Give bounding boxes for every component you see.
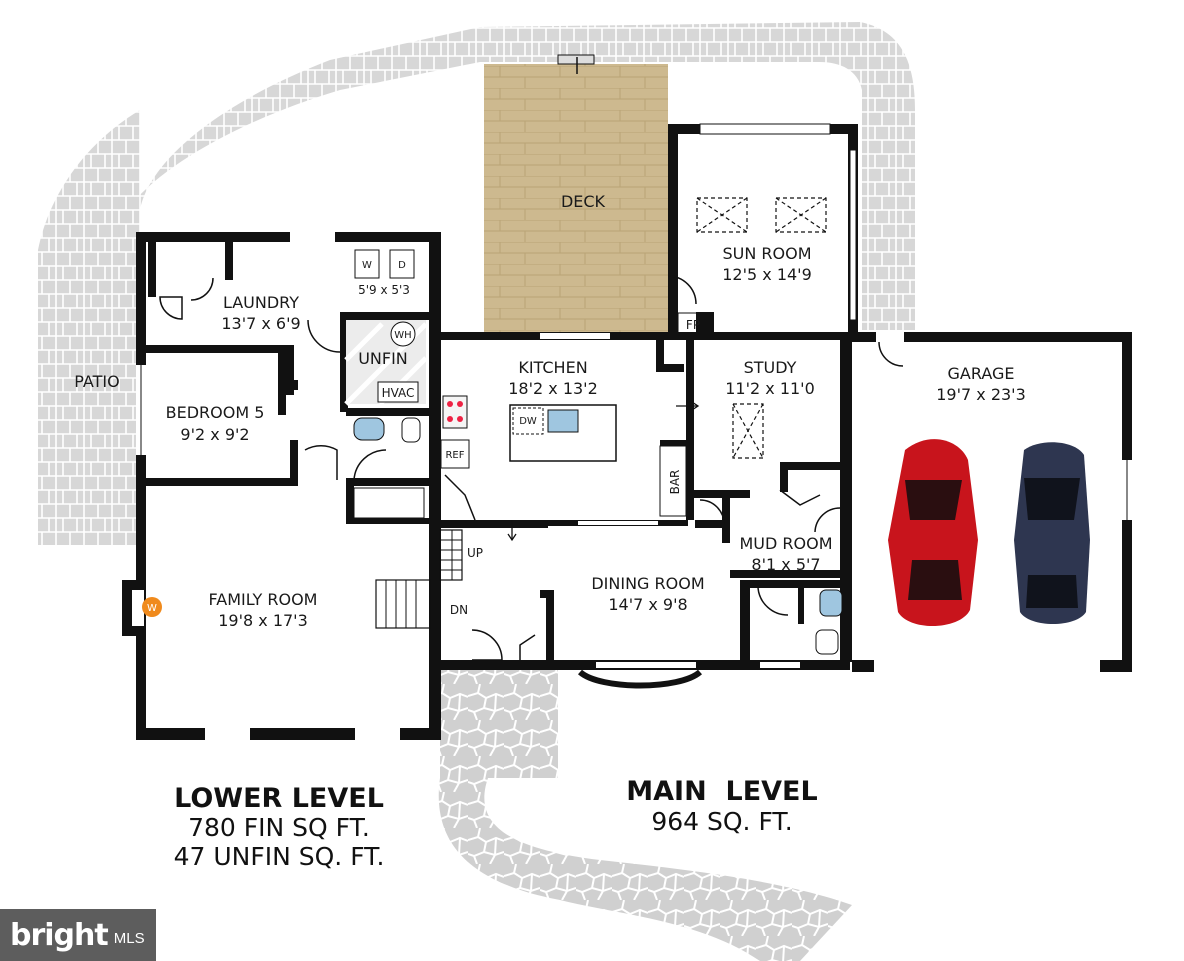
hvac-label: HVAC <box>382 386 415 400</box>
deck-label: DECK <box>561 192 606 211</box>
stairs-up <box>439 529 463 581</box>
watermark-suffix: MLS <box>113 929 145 947</box>
fireplace-main-label: FP <box>686 318 700 332</box>
lower-level-unfin: 47 UNFIN SQ. FT. <box>174 842 385 871</box>
stairs-down-label: DN <box>450 603 468 617</box>
dryer <box>389 249 415 279</box>
range <box>442 395 468 429</box>
stairs-down <box>375 579 431 629</box>
main-level-area: 964 SQ. FT. <box>651 807 792 836</box>
bedroom5-dims: 9'2 x 9'2 <box>180 425 249 444</box>
kitchen-label: KITCHEN <box>518 358 587 377</box>
dishwasher-label: DW <box>519 416 537 427</box>
deck-boards <box>484 64 668 334</box>
hvac-unit <box>377 381 419 403</box>
garage-label: GARAGE <box>948 364 1015 383</box>
fireplace-lower-icon <box>142 597 162 617</box>
front-stoop <box>440 668 558 778</box>
dining-room-label: DINING ROOM <box>591 574 704 593</box>
shower <box>353 487 425 519</box>
kitchen-sink <box>547 409 579 433</box>
sun-room-dims: 12'5 x 14'9 <box>722 265 812 284</box>
kitchen-island <box>509 404 617 462</box>
laundry-label: LAUNDRY <box>223 293 299 312</box>
mls-watermark: bright MLS <box>0 909 156 961</box>
study-label: STUDY <box>744 358 797 377</box>
bar-counter <box>659 445 687 517</box>
washer-label: W <box>362 260 372 271</box>
kitchen-dims: 18'2 x 13'2 <box>508 379 598 398</box>
watermark-brand: bright <box>10 917 109 953</box>
bedroom5-label: BEDROOM 5 <box>166 403 265 422</box>
bar-label: BAR <box>668 470 682 495</box>
car-red <box>888 439 978 627</box>
laundry-dims: 13'7 x 6'9 <box>221 314 300 333</box>
dining-room-dims: 14'7 x 9'8 <box>608 595 687 614</box>
water-heater <box>390 321 416 347</box>
stairs-up-label: UP <box>467 546 483 560</box>
main-level-title: MAIN LEVEL <box>626 776 817 807</box>
lower-level-title: LOWER LEVEL <box>174 783 384 814</box>
fireplace-lower-label: W <box>147 603 157 614</box>
water-heater-label: WH <box>394 330 411 341</box>
garage-dims: 19'7 x 23'3 <box>936 385 1026 404</box>
refrigerator <box>440 439 470 469</box>
sun-room-label: SUN ROOM <box>722 244 811 263</box>
patio-west <box>38 110 140 545</box>
study-dims: 11'2 x 11'0 <box>725 379 815 398</box>
lower-level-fin: 780 FIN SQ FT. <box>188 813 370 842</box>
patio-label: PATIO <box>74 372 119 391</box>
dryer-label: D <box>398 260 406 271</box>
family-room-label: FAMILY ROOM <box>209 590 318 609</box>
dishwasher <box>512 407 544 435</box>
washer <box>354 249 380 279</box>
laundry-closet-dims: 5'9 x 5'3 <box>358 283 410 297</box>
unfin-label: UNFIN <box>358 349 408 368</box>
family-room-dims: 19'8 x 17'3 <box>218 611 308 630</box>
car-blue <box>1014 442 1090 624</box>
mud-room-label: MUD ROOM <box>739 534 832 553</box>
patio-paving <box>120 22 915 330</box>
fireplace-main <box>677 312 709 336</box>
mud-room-dims: 8'1 x 5'7 <box>751 555 820 574</box>
front-walkway <box>438 778 852 961</box>
refrigerator-label: REF <box>445 450 464 461</box>
